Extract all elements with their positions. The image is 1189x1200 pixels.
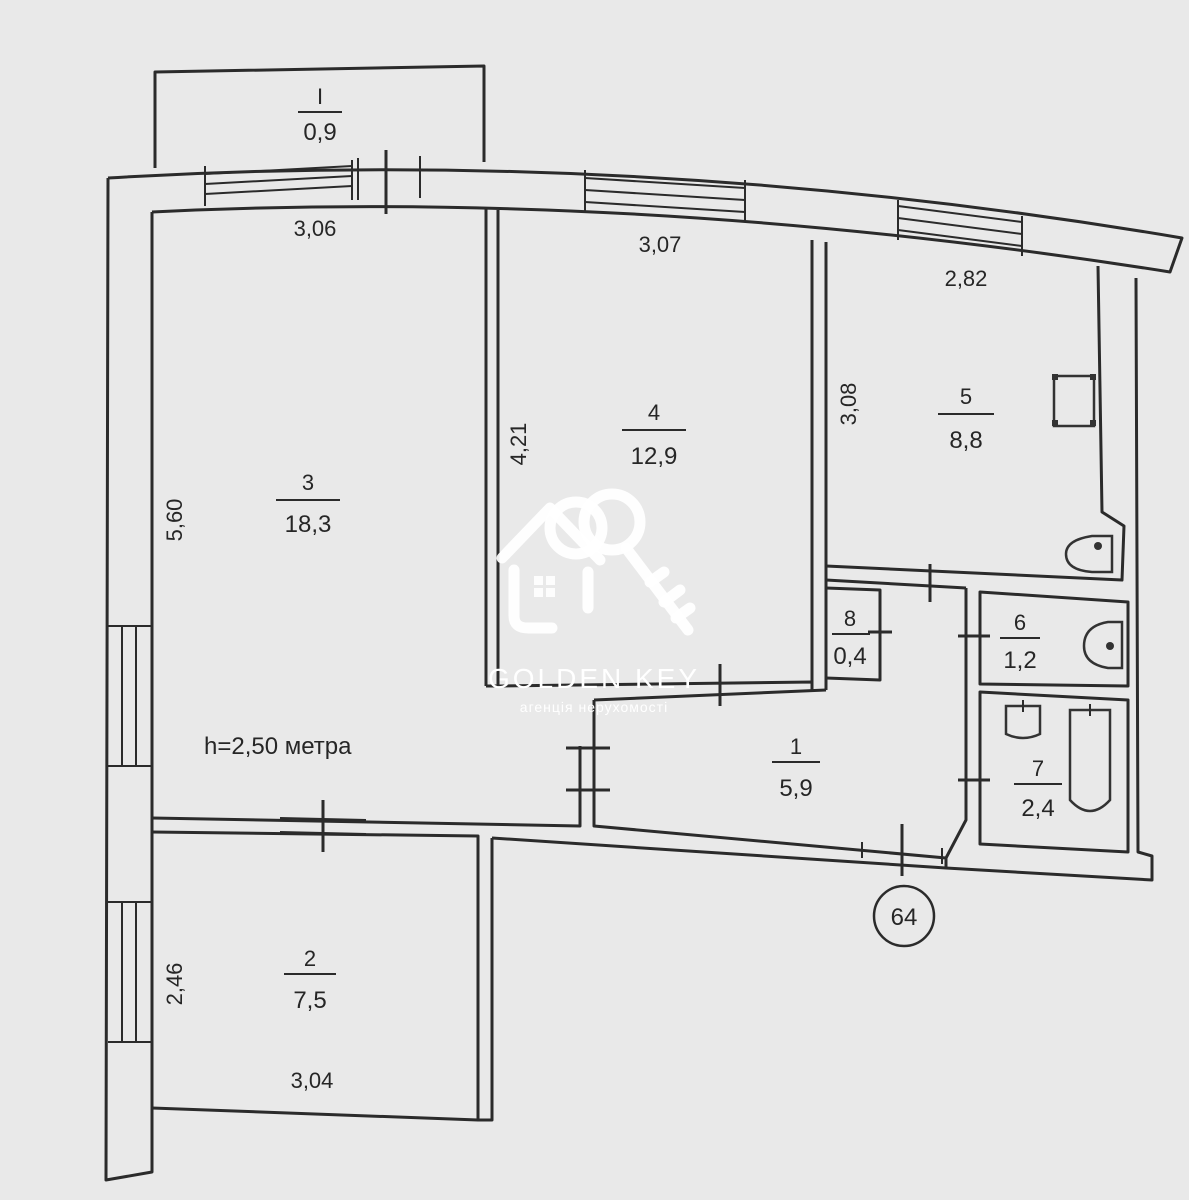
room-3-label: 3 18,3 bbox=[276, 470, 340, 538]
dimension-label: 3,07 bbox=[639, 232, 682, 257]
toilet-room5-icon bbox=[1064, 534, 1114, 574]
balcony-door bbox=[357, 150, 421, 214]
plan-number: 64 bbox=[891, 904, 918, 931]
room-area: 7,5 bbox=[293, 987, 326, 1014]
room-8-label: 8 0,4 bbox=[832, 606, 870, 670]
bathtub-icon bbox=[1068, 704, 1112, 813]
door-marks bbox=[279, 564, 990, 876]
room-area: 2,4 bbox=[1021, 795, 1054, 822]
window-left-upper bbox=[108, 625, 152, 767]
dimension-label: 3,06 bbox=[294, 216, 337, 241]
window-room4 bbox=[584, 170, 746, 222]
room-number: 7 bbox=[1032, 756, 1044, 781]
room-6-label: 6 1,2 bbox=[1000, 610, 1040, 674]
toilet-room6-icon bbox=[1082, 620, 1124, 670]
exterior-walls bbox=[104, 64, 1184, 1182]
dimension-label: 2,46 bbox=[162, 963, 187, 1006]
golden-key-watermark: GOLDEN KEY агенція нерухомості bbox=[488, 488, 700, 715]
room-area: 18,3 bbox=[285, 511, 332, 538]
interior-walls bbox=[151, 208, 1130, 1122]
ceiling-height-label: h=2,50 метра bbox=[204, 733, 352, 760]
room-area: 1,2 bbox=[1003, 647, 1036, 674]
brand-name: GOLDEN KEY bbox=[488, 663, 700, 694]
room-balcony-label: I 0,9 bbox=[298, 84, 342, 146]
room-area: 5,9 bbox=[779, 775, 812, 802]
room-2-label: 2 7,5 bbox=[284, 946, 336, 1014]
room-number: 6 bbox=[1014, 610, 1026, 635]
sink-icon bbox=[1004, 700, 1042, 740]
room-area: 0,4 bbox=[833, 643, 866, 670]
room-1-label: 1 5,9 bbox=[772, 734, 820, 802]
room-number: I bbox=[317, 84, 323, 109]
brand-tagline: агенція нерухомості bbox=[520, 699, 668, 715]
windows bbox=[108, 150, 1023, 1043]
ventilation-shaft-icon bbox=[1052, 374, 1096, 428]
room-number: 8 bbox=[844, 606, 856, 631]
room-5-label: 5 8,8 bbox=[938, 384, 994, 454]
room-number: 3 bbox=[302, 470, 314, 495]
room-7-label: 7 2,4 bbox=[1014, 756, 1062, 822]
window-room5 bbox=[897, 200, 1023, 256]
dimension-label: 3,08 bbox=[836, 383, 861, 426]
dimension-label: 4,21 bbox=[506, 423, 531, 466]
room-number: 5 bbox=[960, 384, 972, 409]
dimension-label: 2,82 bbox=[945, 266, 988, 291]
room-area: 8,8 bbox=[949, 427, 982, 454]
window-left-lower bbox=[108, 901, 152, 1043]
window-room3 bbox=[204, 160, 353, 206]
dimension-label: 3,04 bbox=[291, 1068, 334, 1093]
room-area: 12,9 bbox=[631, 443, 678, 470]
house-key-logo-icon bbox=[496, 488, 696, 636]
room-number: 1 bbox=[790, 734, 802, 759]
dimension-label: 5,60 bbox=[162, 499, 187, 542]
room-area: 0,9 bbox=[303, 119, 336, 146]
fixtures bbox=[1004, 374, 1124, 813]
dimensions: 3,06 3,07 2,82 5,60 4,21 3,08 2,46 3,04 bbox=[162, 216, 987, 1093]
room-number: 2 bbox=[304, 946, 316, 971]
room-number: 4 bbox=[648, 400, 660, 425]
plan-number-marker: 64 bbox=[872, 884, 936, 948]
room-4-label: 4 12,9 bbox=[622, 400, 686, 470]
room-labels: I 0,9 3 18,3 4 12,9 5 8,8 8 0,4 6 1,2 bbox=[276, 84, 1062, 1014]
